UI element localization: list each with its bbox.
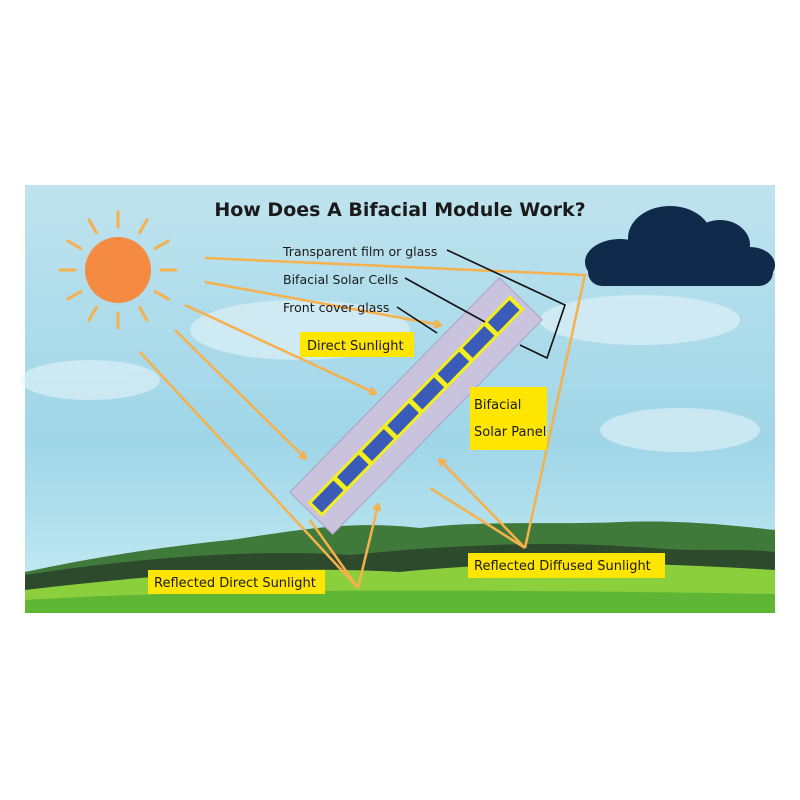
label-reflected-direct: Reflected Direct Sunlight [154,576,316,591]
callout-bifacial-cells: Bifacial Solar Cells [283,272,398,287]
label-direct-sunlight: Direct Sunlight [307,339,404,354]
label-reflected-diffused: Reflected Diffused Sunlight [474,559,651,574]
callout-transparent-film: Transparent film or glass [282,244,437,259]
sun-ray [153,239,170,250]
bifacial-solar-panel [289,276,543,536]
solar-cell [362,429,394,461]
reflected-direct-arrow [356,505,378,589]
dark-cloud-icon [585,206,775,286]
sun-ray [138,305,149,322]
solar-cell [336,454,369,487]
sun-ray [138,218,149,235]
sunlight-rays [139,256,587,589]
reflected-diffused-arrow [440,460,526,549]
solar-cell [387,403,419,436]
label-panel-line2: Solar Panel [474,425,546,440]
solar-cell [412,377,445,410]
diagram-title: How Does A Bifacial Module Work? [214,199,585,221]
callout-front-cover: Front cover glass [283,300,389,315]
reflected-diffused-arrow [429,486,526,550]
solar-cell [462,325,495,358]
reflected-direct-arrow [308,519,360,589]
sun-ray [87,218,98,235]
solar-cell [437,351,470,384]
ray-arrow [174,329,305,458]
label-panel-line1: Bifacial [474,398,521,413]
ray-to-ground [139,351,359,589]
sun-ray [153,290,170,301]
sun-icon [58,210,178,330]
ray-arrow [204,280,440,325]
sun-ray [66,290,83,301]
sun-ray [87,305,98,322]
ray-arrow [184,303,375,393]
diffused-ray [204,256,587,549]
callout-lines [396,249,566,360]
solar-cell [311,480,344,513]
solar-cell [487,300,520,333]
sun-ray [66,239,83,250]
